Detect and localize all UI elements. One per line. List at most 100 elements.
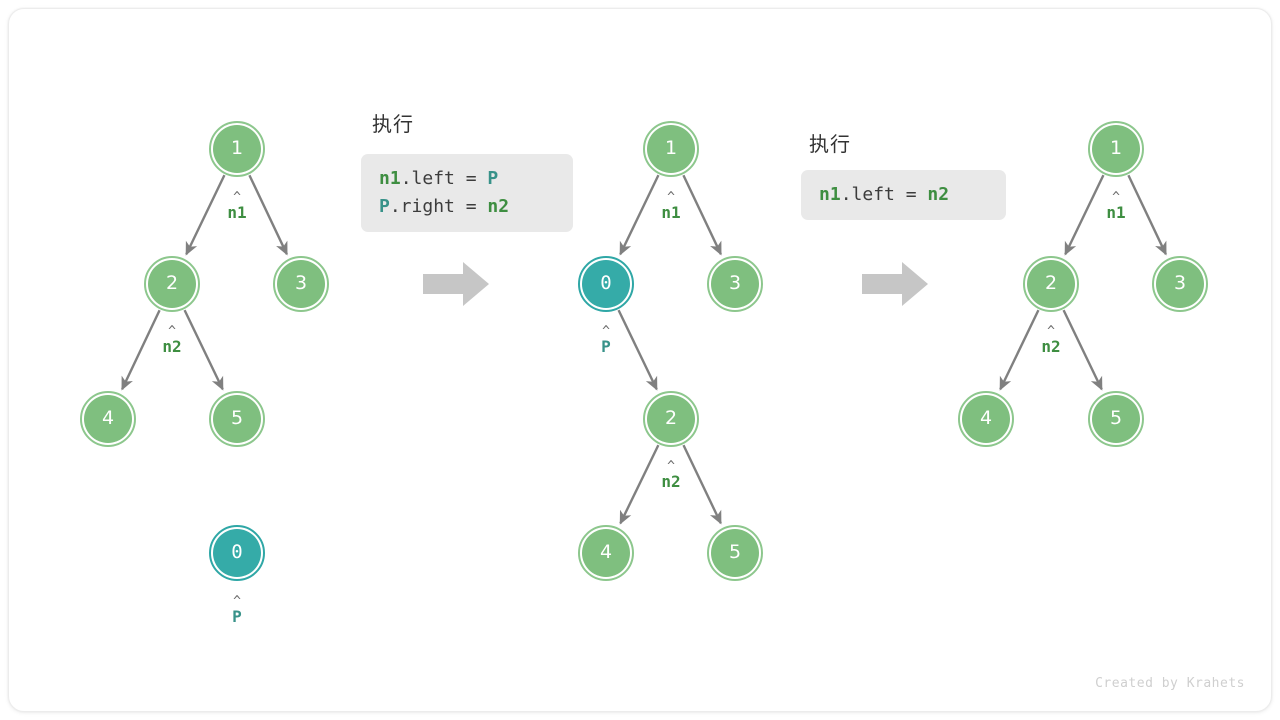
code-token-pln: .right = (389, 196, 488, 217)
node-value: 5 (1109, 407, 1123, 429)
node-disc (148, 260, 196, 308)
tree-node-2: 2 (144, 256, 200, 312)
node-disc (711, 260, 759, 308)
caret-icon: ^ (1112, 190, 1120, 205)
node-disc (1156, 260, 1204, 308)
pointer-name: n2 (661, 472, 681, 491)
node-ring (1088, 121, 1144, 177)
code-line: n1.left = n2 (819, 181, 988, 209)
node-ring (80, 391, 136, 447)
pointer-name: n2 (162, 337, 182, 356)
node-value: 1 (664, 137, 678, 159)
node-value: 4 (599, 541, 613, 563)
tree-edges-layer (121, 174, 1167, 525)
node-disc (213, 395, 261, 443)
node-ring (209, 525, 265, 581)
node-ring (578, 256, 634, 312)
tree-node-4: 4 (958, 391, 1014, 447)
code-line: P.right = n2 (379, 193, 555, 221)
code-token-pln: .left = (840, 184, 928, 205)
tree-node-5: 5 (707, 525, 763, 581)
node-value: 0 (600, 272, 612, 294)
node-disc (647, 125, 695, 173)
node-disc (962, 395, 1010, 443)
pointer-name: n1 (1106, 203, 1126, 222)
pointer-label-P: ^P (576, 324, 636, 357)
node-disc (277, 260, 325, 308)
pointer-label-P: ^P (207, 594, 267, 627)
pointer-name: n1 (227, 203, 247, 222)
node-ring (1023, 256, 1079, 312)
tree-node-1: 1 (643, 121, 699, 177)
node-ring (707, 525, 763, 581)
node-ring (1152, 256, 1208, 312)
tree-node-2: 2 (1023, 256, 1079, 312)
code-token-var: n1 (819, 184, 841, 205)
step-arrow-icon (423, 261, 489, 311)
tree-node-3: 3 (273, 256, 329, 312)
tree-node-1: 1 (209, 121, 265, 177)
node-value: 3 (728, 272, 742, 294)
watermark: Created by Krahets (1095, 676, 1245, 691)
node-disc (213, 529, 261, 577)
node-disc (582, 529, 630, 577)
node-ring (643, 121, 699, 177)
node-ring (958, 391, 1014, 447)
node-value: 2 (165, 272, 179, 294)
node-value: 1 (1109, 137, 1123, 159)
code-snippet: n1.left = n2 (801, 170, 1006, 220)
pointer-name: P (601, 337, 611, 356)
tree-node-1: 1 (1088, 121, 1144, 177)
node-value: 2 (664, 407, 678, 429)
caret-icon: ^ (233, 594, 241, 609)
pointer-label-n1: ^n1 (207, 190, 267, 223)
code-token-var: n1 (379, 168, 401, 189)
step-arrow-icon (862, 261, 928, 311)
pointer-label-n2: ^n2 (142, 324, 202, 357)
code-token-pln: .left = (400, 168, 488, 189)
exec-heading: 执行 (809, 132, 851, 156)
pointer-label-n1: ^n1 (641, 191, 701, 223)
tree-node-5: 5 (209, 391, 265, 447)
node-ring (144, 256, 200, 312)
code-token-ptr: P (379, 196, 390, 217)
tree-node-0: 0 (209, 525, 265, 581)
node-value: 4 (979, 407, 993, 429)
tree-node-0: 0 (578, 256, 634, 312)
node-disc (582, 260, 630, 308)
node-ring (209, 121, 265, 177)
node-disc (647, 395, 695, 443)
pointer-name: P (232, 607, 242, 626)
caret-icon: ^ (602, 324, 610, 339)
caret-icon: ^ (168, 324, 176, 339)
node-value: 3 (294, 272, 308, 294)
pointer-label-n2: ^n2 (1021, 325, 1081, 357)
node-disc (213, 125, 261, 173)
pointer-name: n1 (661, 203, 681, 222)
node-value: 0 (231, 541, 243, 563)
caret-icon: ^ (233, 190, 241, 205)
node-disc (1092, 125, 1140, 173)
node-value: 1 (230, 137, 244, 159)
code-token-var: n2 (927, 184, 950, 205)
node-value: 3 (1173, 272, 1187, 294)
node-ring (1088, 391, 1144, 447)
tree-node-4: 4 (578, 525, 634, 581)
node-ring (643, 391, 699, 447)
tree-node-3: 3 (707, 256, 763, 312)
node-value: 2 (1044, 272, 1058, 294)
tree-node-2: 2 (643, 391, 699, 447)
pointer-name: n2 (1041, 337, 1061, 356)
pointer-label-n1: ^n1 (1086, 190, 1146, 223)
node-ring (209, 391, 265, 447)
code-line: n1.left = P (379, 165, 555, 193)
code-token-ptr: P (487, 168, 499, 189)
caret-icon: ^ (667, 459, 675, 474)
node-disc (84, 395, 132, 443)
tree-node-5: 5 (1088, 391, 1144, 447)
pointer-label-n2: ^n2 (641, 459, 701, 492)
node-disc (1092, 395, 1140, 443)
